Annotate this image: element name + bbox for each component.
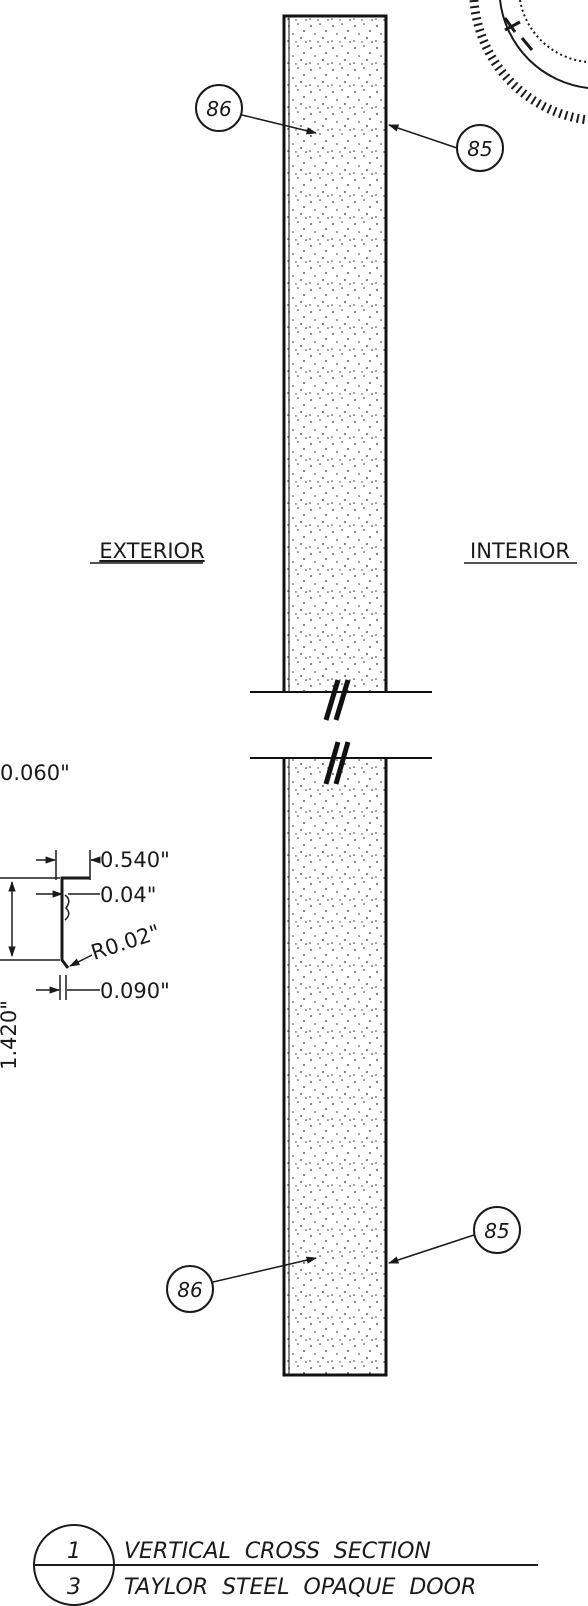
break-symbol (250, 679, 432, 785)
callout-86-bottom: 86 (166, 1256, 318, 1313)
title-line-2: TAYLOR STEEL OPAQUE DOOR (124, 1575, 476, 1600)
dim-1420: 1.420" (0, 1000, 21, 1070)
callout-85-bottom: 85 (388, 1206, 521, 1264)
seal-fragment (469, 0, 588, 125)
svg-text:86: 86 (177, 1278, 202, 1302)
dim-0090: 0.090" (100, 979, 170, 1003)
detail-title-block: 1 3 VERTICAL CROSS SECTION TAYLOR STEEL … (33, 1524, 538, 1606)
svg-text:86: 86 (206, 97, 231, 121)
svg-text:85: 85 (467, 137, 492, 161)
dim-004: 0.04" (100, 883, 156, 907)
title-line-1: VERTICAL CROSS SECTION (124, 1539, 431, 1564)
interior-label: INTERIOR (470, 539, 570, 563)
svg-text:85: 85 (484, 1219, 509, 1243)
callout-85-top: 85 (388, 124, 504, 172)
callout-86-top: 86 (195, 84, 318, 135)
dim-0060: 0.060" (0, 761, 70, 785)
door-panel-upper (282, 14, 388, 692)
door-panel-lower (282, 758, 388, 1377)
sheet-number: 3 (67, 1575, 81, 1600)
exterior-label: EXTERIOR (99, 539, 204, 563)
dim-r002: R0.02" (88, 920, 163, 965)
dim-0540: 0.540" (100, 848, 170, 872)
detail-number: 1 (67, 1539, 81, 1564)
profile-detail: 0.060" 0.540" 0.04" R0.02" 0.090" 1.420" (0, 761, 170, 1070)
